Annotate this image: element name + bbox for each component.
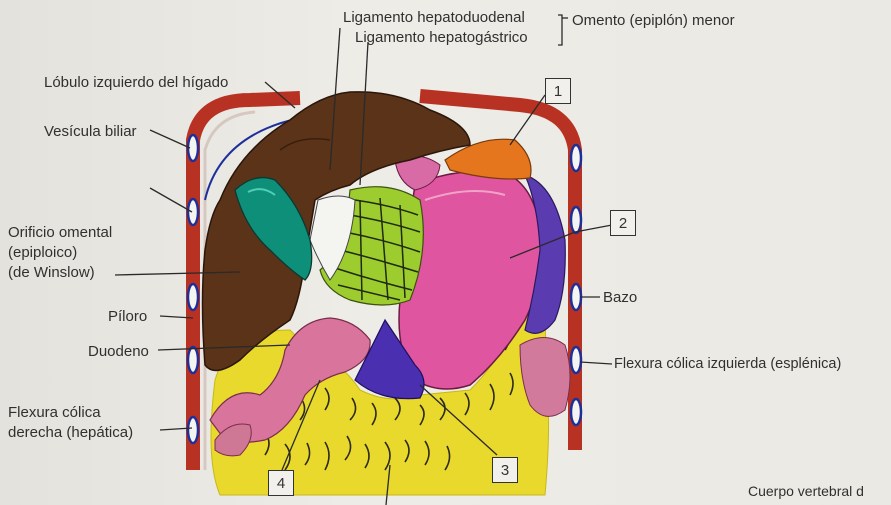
- label-duodeno: Duodeno: [88, 343, 149, 360]
- number-box-3: 3: [492, 457, 518, 483]
- label-bazo: Bazo: [603, 289, 637, 306]
- label-flexura-izquierda: Flexura cólica izquierda (esplénica): [614, 356, 841, 373]
- label-piloro: Píloro: [108, 308, 147, 325]
- label-lobulo-izquierdo: Lóbulo izquierdo del hígado: [44, 74, 228, 91]
- label-ligamento-hepatoduodenal: Ligamento hepatoduodenal: [343, 9, 525, 26]
- label-orificio-omental-3: (de Winslow): [8, 264, 95, 281]
- label-flexura-derecha-1: Flexura cólica: [8, 404, 101, 421]
- label-omento-menor: Omento (epiplón) menor: [572, 12, 735, 29]
- number-box-4: 4: [268, 470, 294, 496]
- label-flexura-derecha-2: derecha (hepática): [8, 424, 133, 441]
- number-box-2: 2: [610, 210, 636, 236]
- label-orificio-omental-1: Orificio omental: [8, 224, 112, 241]
- label-vesicula-biliar: Vesícula biliar: [44, 123, 137, 140]
- label-ligamento-hepatogastrico: Ligamento hepatogástrico: [355, 29, 528, 46]
- number-box-1: 1: [545, 78, 571, 104]
- label-cuerpo-vertebral: Cuerpo vertebral d: [748, 483, 864, 500]
- label-orificio-omental-2: (epiploico): [8, 244, 77, 261]
